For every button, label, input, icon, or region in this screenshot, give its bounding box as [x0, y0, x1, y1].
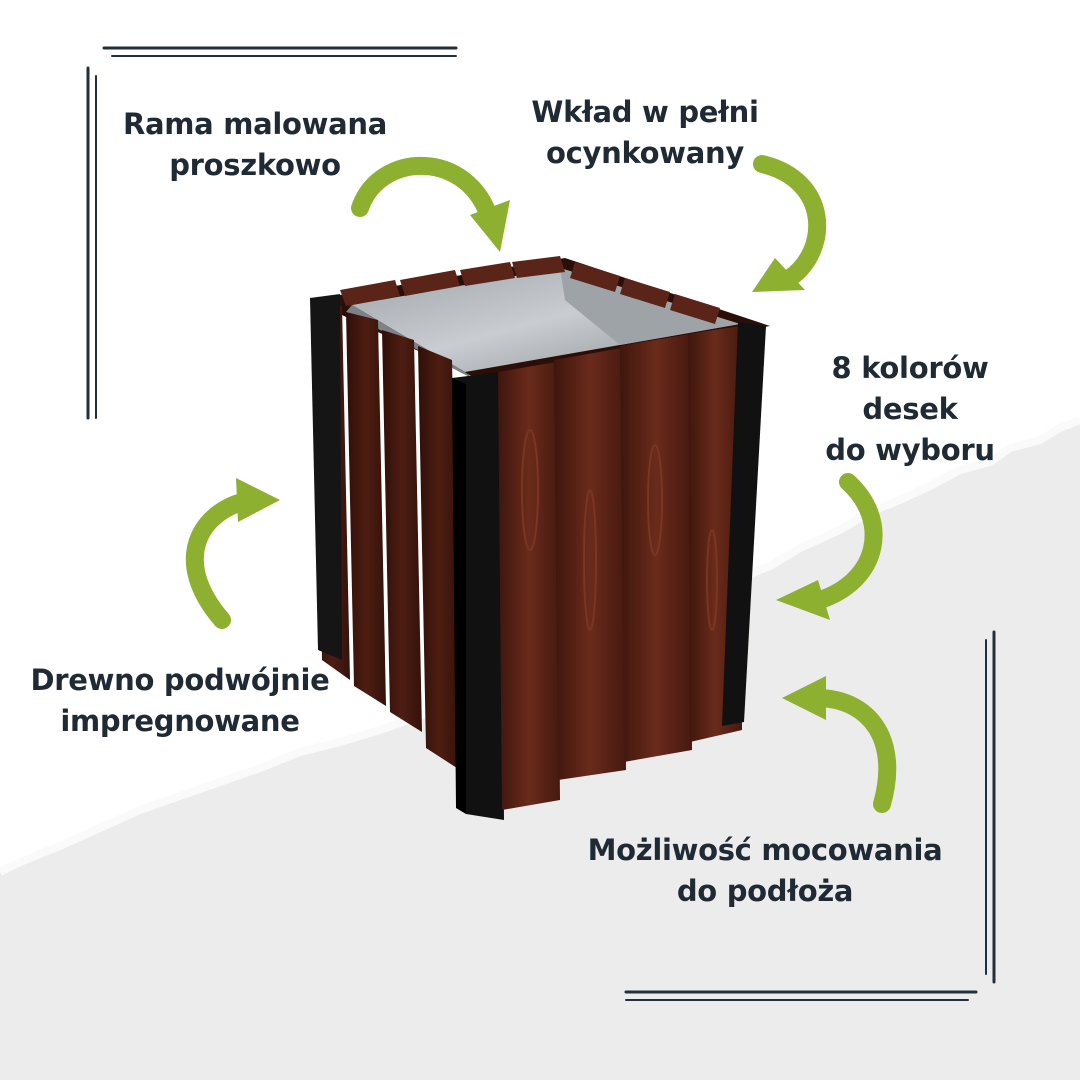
feature-label-insert: Wkład w pełni ocynkowany [495, 92, 795, 174]
feature-colors-line-1: 8 kolorów [831, 351, 989, 385]
feature-mount-line-2: do podłoża [676, 874, 854, 908]
feature-colors-line-2: desek [862, 392, 958, 426]
feature-label-mount: Możliwość mocowania do podłoża [570, 830, 960, 912]
arrow-wood-icon [185, 478, 280, 629]
feature-wood-line-2: impregnowane [60, 704, 300, 738]
arrow-frame-icon [351, 156, 510, 252]
feature-insert-line-2: ocynkowany [545, 136, 744, 170]
feature-wood-line-1: Drewno podwójnie [30, 663, 330, 697]
feature-colors-line-3: do wyboru [825, 433, 995, 467]
feature-frame-line-1: Rama malowana [122, 107, 388, 141]
arrow-mount-icon [782, 676, 897, 813]
corner-bracket-frame-icon [86, 46, 996, 1001]
arrow-insert-icon [752, 155, 827, 292]
feature-mount-line-1: Możliwość mocowania [587, 833, 943, 867]
feature-label-wood: Drewno podwójnie impregnowane [20, 660, 340, 742]
wooden-planter-image [310, 256, 770, 820]
feature-label-frame: Rama malowana proszkowo [110, 104, 400, 186]
feature-frame-line-2: proszkowo [169, 148, 341, 182]
feature-insert-line-1: Wkład w pełni [531, 95, 759, 129]
arrow-colors-icon [776, 473, 883, 620]
feature-label-colors: 8 kolorów desek do wyboru [790, 348, 1030, 471]
